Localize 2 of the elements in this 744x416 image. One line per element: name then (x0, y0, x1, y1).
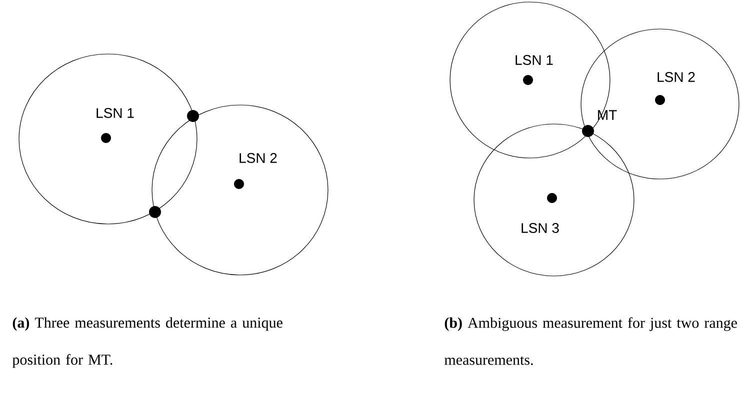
subfigure-caption: (b) Ambiguous measurement for just two range measurements. (444, 317, 737, 365)
subfigure-caption: (a) Three measurements determine a unique position for MT. (12, 317, 282, 368)
